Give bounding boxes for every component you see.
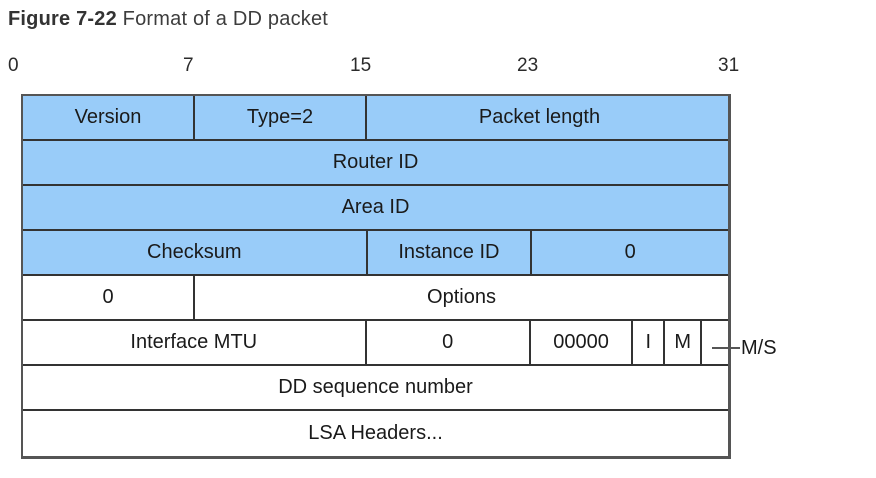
ruler-tick-23: 23 xyxy=(517,55,539,76)
reserved-zero-cell: 0 xyxy=(624,241,636,263)
area-id-cell: Area ID xyxy=(341,196,410,218)
ruler-tick-0: 0 xyxy=(8,55,19,76)
ms-flag-label: M/S xyxy=(741,336,777,359)
type-cell: Type=2 xyxy=(195,96,367,139)
callout-leader-line xyxy=(712,346,740,349)
flag-zeros-cell: 00000 xyxy=(531,321,634,364)
ruler-tick-31: 31 xyxy=(718,55,740,76)
figure-caption: Figure 7-22 Format of a DD packet xyxy=(8,8,328,31)
ruler-tick-15: 15 xyxy=(350,55,372,76)
area-id-row: Area ID xyxy=(23,186,728,231)
dd-sequence-number-row: DD sequence number xyxy=(23,366,728,411)
router-id-row: Router ID xyxy=(23,141,728,186)
ruler-tick-7: 7 xyxy=(183,55,194,76)
ms-flag-callout: M/S xyxy=(712,326,777,369)
figure-title: Format of a DD packet xyxy=(122,8,329,30)
bit-position-ruler: 0 7 15 23 31 xyxy=(0,54,876,80)
options-row: 0 Options xyxy=(23,276,728,321)
flag-i-cell: I xyxy=(633,321,666,364)
interface-mtu-cell: Interface MTU xyxy=(23,321,367,364)
version-cell: Version xyxy=(23,96,195,139)
instance-id-cell: Instance ID xyxy=(368,231,533,274)
lsa-headers-row: LSA Headers... xyxy=(23,411,728,456)
mtu-zero-cell: 0 xyxy=(367,321,531,364)
dd-sequence-number-cell: DD sequence number xyxy=(278,376,473,398)
checksum-cell: Checksum xyxy=(23,231,368,274)
lsa-headers-cell: LSA Headers... xyxy=(308,422,443,444)
packet-length-cell: Packet length xyxy=(478,106,601,128)
router-id-cell: Router ID xyxy=(332,151,419,173)
flag-m-cell: M xyxy=(665,321,703,364)
options-cell: Options xyxy=(427,286,496,308)
zero-cell: 0 xyxy=(23,276,195,319)
figure-number: Figure 7-22 xyxy=(8,8,117,30)
